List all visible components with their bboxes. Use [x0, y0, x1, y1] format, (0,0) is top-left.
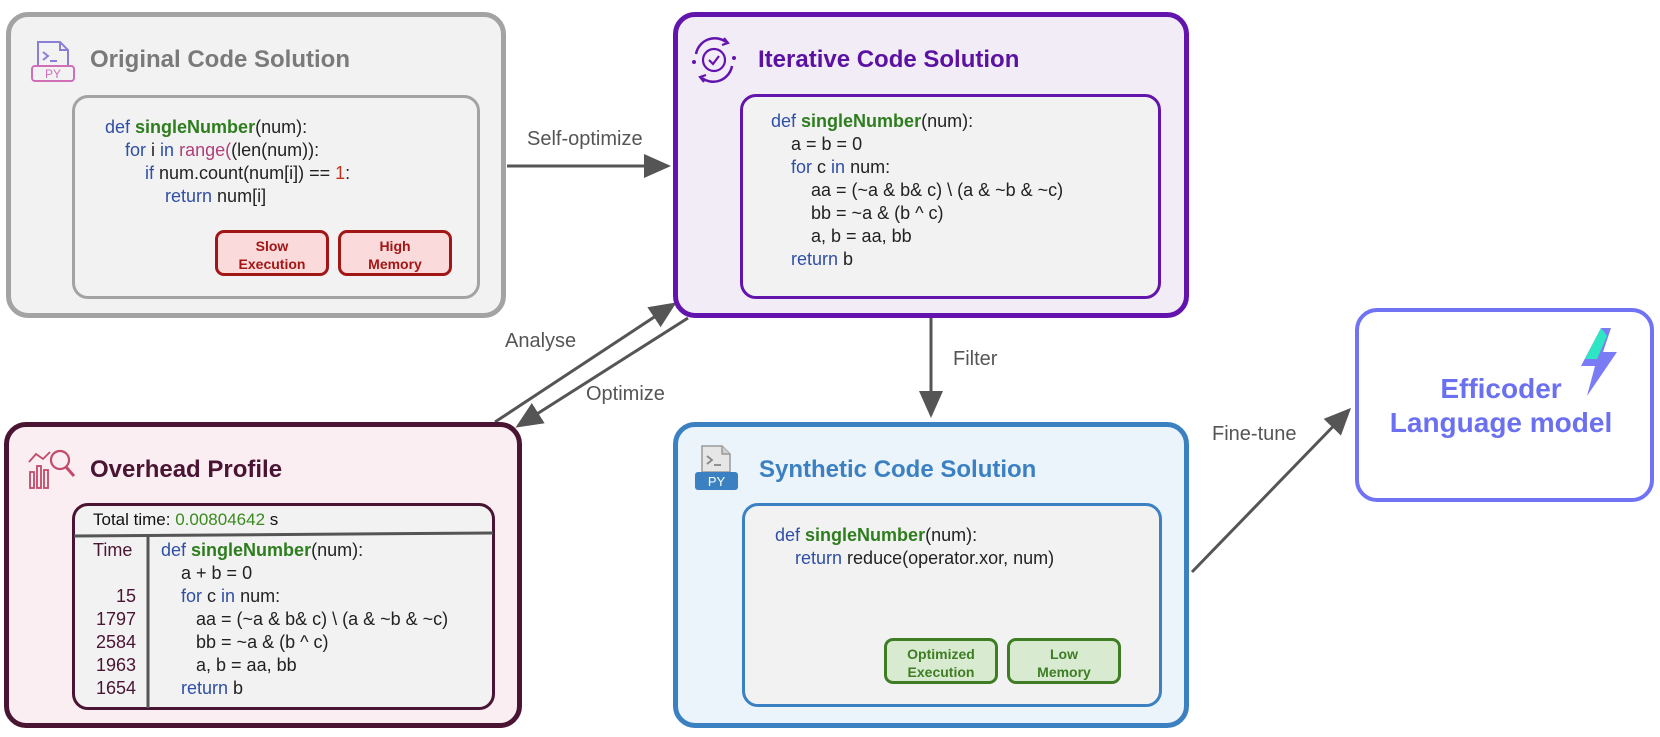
overhead-panel-title: Overhead Profile: [90, 456, 283, 483]
python-file-icon: PY: [695, 445, 738, 490]
python-file-icon-label: PY: [708, 474, 726, 489]
lightning-icon: [1581, 328, 1617, 396]
efficoder-line1: Efficoder: [1440, 373, 1562, 404]
iterative-code: def singleNumber(num): a = b = 0 for c i…: [771, 111, 1064, 269]
total-time-row: Total time: 0.00804642 s: [93, 510, 279, 529]
optimize-arrow: [515, 316, 689, 428]
efficoder-panel: [1355, 308, 1654, 502]
analyse-label: Analyse: [505, 330, 577, 352]
analyse-arrow: [494, 302, 677, 424]
time-column-values: 15 1797 2584 1963 1654: [76, 562, 136, 700]
time-value: 15: [115, 586, 136, 606]
low-memory-badge: Low Memory: [1007, 638, 1121, 684]
original-code: def singleNumber(num): for i in range((l…: [105, 117, 351, 206]
filter-label: Filter: [953, 348, 998, 370]
fine-tune-arrow: [1190, 407, 1352, 574]
overhead-table-box: [72, 503, 495, 710]
overhead-code: def singleNumber(num): a + b = 0 for c i…: [161, 540, 449, 698]
refresh-check-icon: [692, 37, 736, 83]
time-value: 1654: [95, 678, 136, 698]
iterative-code-box: [740, 94, 1161, 299]
slow-execution-badge: Slow Execution: [215, 230, 329, 276]
time-value: 1797: [95, 609, 136, 629]
efficoder-line2: Language model: [1389, 407, 1613, 438]
optimize-label: Optimize: [586, 383, 665, 405]
high-memory-badge: High Memory: [338, 230, 452, 276]
chart-magnifier-icon: [28, 449, 76, 489]
time-value: [76, 562, 136, 585]
iterative-panel-title: Iterative Code Solution: [758, 46, 1020, 73]
time-value: 1963: [95, 655, 136, 675]
fine-tune-label: Fine-tune: [1212, 423, 1297, 445]
optimized-execution-badge: Optimized Execution: [884, 638, 998, 684]
original-panel-title: Original Code Solution: [90, 46, 350, 73]
python-file-icon: PY: [31, 41, 75, 82]
time-column-header: Time: [93, 540, 133, 560]
self-optimize-label: Self-optimize: [527, 128, 643, 150]
overhead-table-lines: [73, 531, 494, 708]
python-file-icon-label: PY: [45, 67, 61, 81]
synthetic-panel-title: Synthetic Code Solution: [759, 456, 1037, 483]
efficoder-name: Efficoder Language model: [1381, 372, 1621, 440]
time-value: 2584: [95, 632, 136, 652]
synthetic-code: def singleNumber(num): return reduce(ope…: [775, 525, 1055, 568]
